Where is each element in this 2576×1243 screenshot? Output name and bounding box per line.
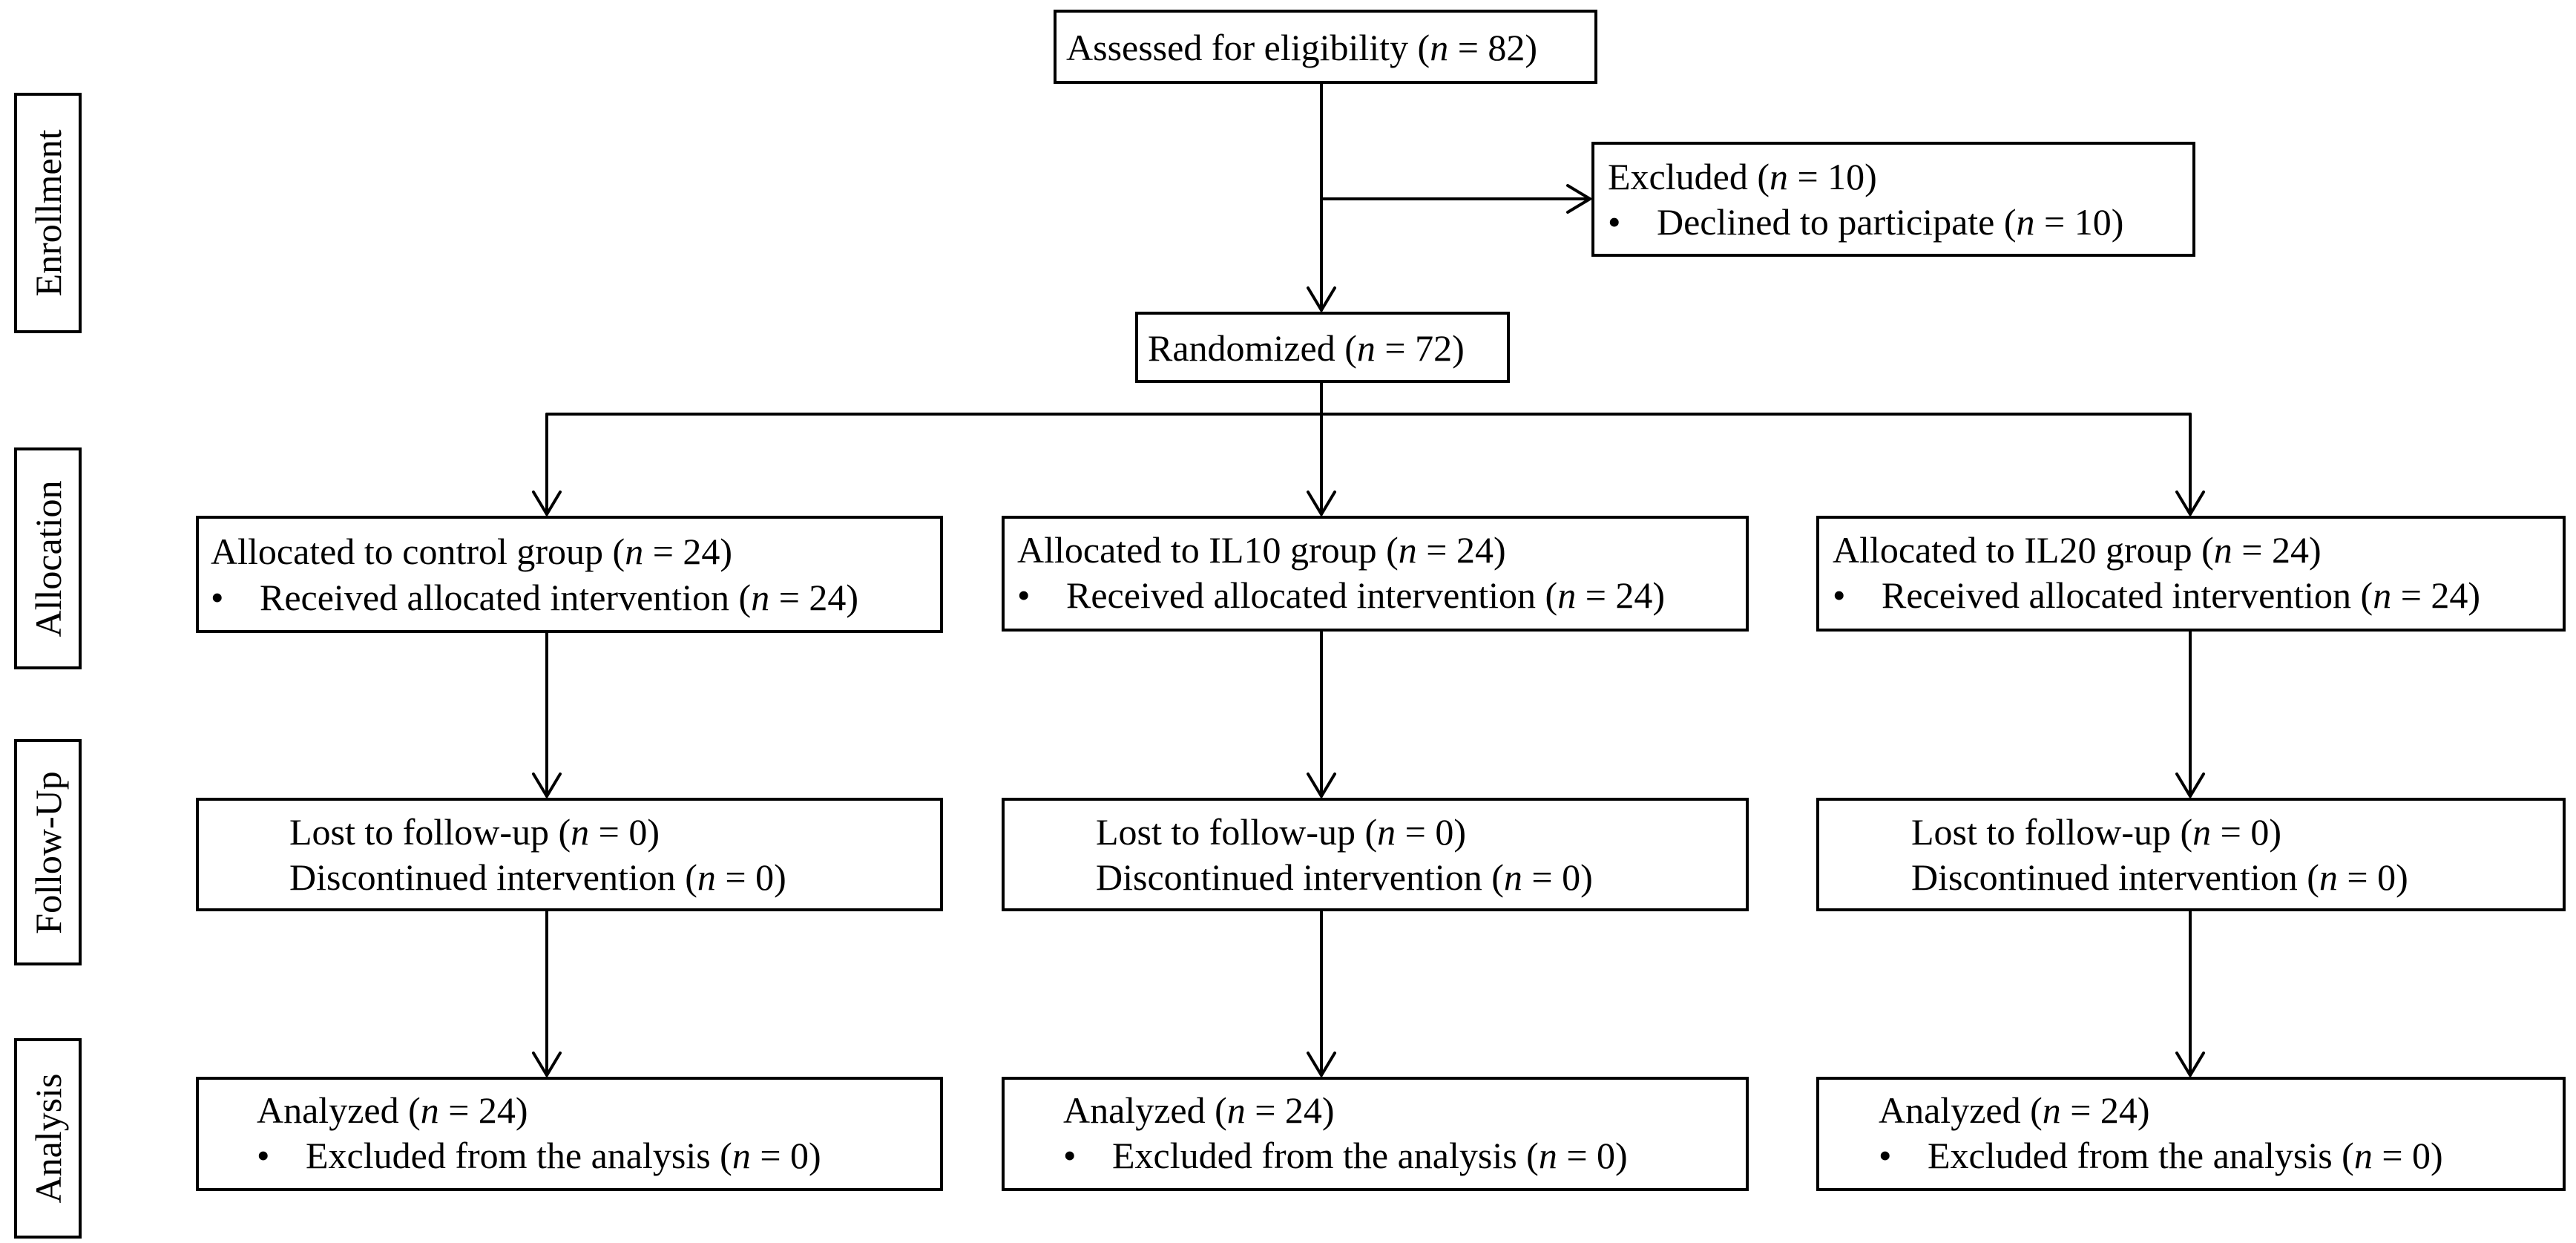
bullet: • [1879,1135,1892,1176]
lost-control-text: Lost to follow-up (n = 0) [289,811,660,853]
discontinued-control-text: Discontinued intervention (n = 0) [289,856,786,898]
allocation-box-il20 [1816,516,2566,632]
followup-box-il20 [1816,798,2566,911]
bullet: • [1063,1135,1077,1176]
excluded-analysis-il20-text: •Excluded from the analysis (n = 0) [1879,1135,2443,1176]
received-control-text: •Received allocated intervention (n = 24… [211,577,859,618]
phase-allocation-text: Allocation [27,479,69,637]
bullet: • [1608,201,1621,243]
phase-followup-text: Follow-Up [27,770,69,934]
phase-analysis-text: Analysis [27,1073,69,1204]
analysis-box-control [196,1077,943,1191]
phase-label-enrollment: Enrollment [14,93,82,333]
bullet: • [211,577,224,618]
analyzed-control-text: Analyzed (n = 24) [257,1089,528,1131]
analysis-box-il10 [1002,1077,1749,1191]
bullet: • [1833,574,1846,616]
bullet: • [1017,574,1031,616]
analyzed-il20-text: Analyzed (n = 24) [1879,1089,2150,1131]
allocated-il10-text: Allocated to IL10 group (n = 24) [1017,529,1506,571]
phase-label-allocation: Allocation [14,447,82,669]
followup-box-control [196,798,943,911]
assessed-box [1054,10,1597,84]
declined-text: •Declined to participate (n = 10) [1608,201,2124,243]
randomized-box [1135,312,1510,383]
randomized-text: Randomized (n = 72) [1148,327,1465,369]
lost-il10-text: Lost to follow-up (n = 0) [1096,811,1466,853]
phase-enrollment-text: Enrollment [27,129,69,297]
allocation-box-control [196,516,943,633]
lost-il20-text: Lost to follow-up (n = 0) [1911,811,2281,853]
excluded-analysis-il10-text: •Excluded from the analysis (n = 0) [1063,1135,1628,1176]
received-il20-text: •Received allocated intervention (n = 24… [1833,574,2481,616]
allocated-control-text: Allocated to control group (n = 24) [211,531,733,572]
analyzed-il10-text: Analyzed (n = 24) [1063,1089,1335,1131]
allocated-il20-text: Allocated to IL20 group (n = 24) [1833,529,2322,571]
discontinued-il10-text: Discontinued intervention (n = 0) [1096,856,1593,898]
analysis-box-il20 [1816,1077,2566,1191]
assessed-text: Assessed for eligibility (n = 82) [1066,27,1538,68]
bullet: • [257,1135,270,1176]
discontinued-il20-text: Discontinued intervention (n = 0) [1911,856,2408,898]
excluded-enrollment-text: Excluded (n = 10) [1608,156,1877,197]
followup-box-il10 [1002,798,1749,911]
phase-label-followup: Follow-Up [14,739,82,965]
excluded-enrollment-box [1591,142,2195,257]
excluded-analysis-control-text: •Excluded from the analysis (n = 0) [257,1135,821,1176]
allocation-box-il10 [1002,516,1749,632]
phase-label-analysis: Analysis [14,1038,82,1239]
received-il10-text: •Received allocated intervention (n = 24… [1017,574,1666,616]
